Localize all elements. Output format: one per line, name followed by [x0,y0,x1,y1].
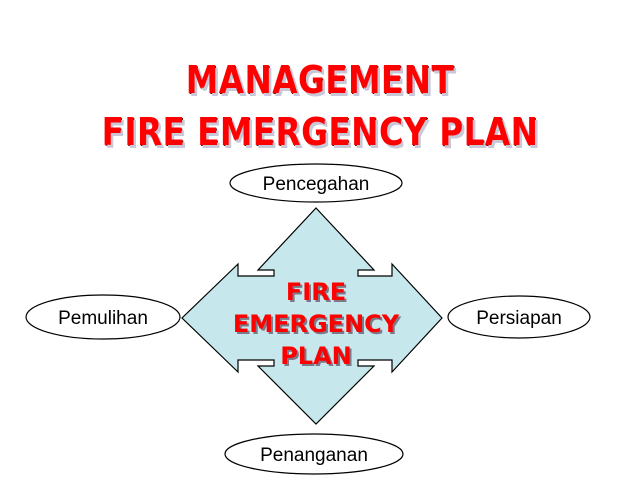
center-line-3-shadow: PLAN [282,344,354,372]
node-right-oval [447,295,591,339]
node-left-oval [25,294,181,340]
center-line-1: FIRE [286,278,346,306]
node-top-label: Pencegahan [263,174,370,195]
node-left: Pemulihan [25,294,181,340]
center-line-2-shadow: EMERGENCY [235,312,402,340]
node-left-label: Pemulihan [58,308,148,329]
node-right-label: Persiapan [476,308,562,329]
center-line-2: EMERGENCY [233,310,400,338]
node-top: Pencegahan [229,163,403,203]
center-line-1-shadow: FIRE [288,280,348,308]
node-bottom-label: Penanganan [260,445,368,466]
node-bottom: Penanganan [224,433,404,475]
node-top-oval [229,163,403,203]
four-way-arrow [181,207,443,425]
title-line-1: MANAGEMENT [185,58,455,102]
center-line-3: PLAN [280,342,352,370]
node-bottom-oval [224,433,404,475]
node-right: Persiapan [447,295,591,339]
title-line-2: FIRE EMERGENCY PLAN [101,110,539,154]
